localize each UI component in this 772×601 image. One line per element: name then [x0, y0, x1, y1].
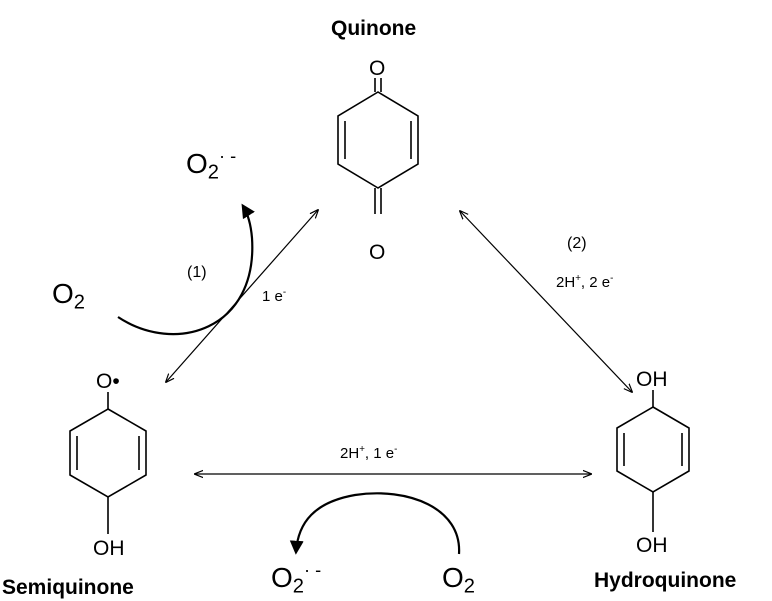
proton-charge: + — [359, 444, 365, 456]
quinone-title: Quinone — [331, 17, 417, 40]
proton-text: 2H — [340, 445, 360, 462]
superoxide-symbol: O — [271, 562, 293, 593]
two-proton-one-electron-label: 2H+, 1 e- — [340, 444, 398, 462]
hydroquinone-title: Hydroquinone — [594, 569, 737, 592]
oxygen-symbol: O — [52, 278, 74, 309]
reaction-step-1-label: (1) — [187, 264, 207, 281]
superoxide-label-top: O2· - — [186, 147, 236, 183]
electron-charge: - — [394, 444, 398, 456]
reaction-step-2-label: (2) — [567, 235, 587, 252]
quinone-bottom-oxygen: O — [369, 241, 386, 264]
electron-text: , 2 e — [580, 274, 611, 291]
proton-charge: + — [575, 273, 581, 285]
superoxide-label-bottom: O2· - — [271, 561, 321, 597]
superoxide-charge: · - — [304, 560, 322, 581]
superoxide-subscript: 2 — [292, 575, 304, 598]
superoxide-charge: · - — [219, 146, 237, 167]
reaction-arrows — [166, 210, 632, 474]
oxygen-curved-arrows — [117, 203, 461, 555]
one-electron-text: 1 e — [262, 288, 283, 305]
semiquinone-title: Semiquinone — [2, 576, 134, 599]
electron-charge: - — [610, 273, 614, 285]
electron-text: , 1 e — [364, 445, 395, 462]
superoxide-symbol: O — [186, 148, 208, 179]
quinone-top-oxygen: O — [369, 57, 386, 80]
superoxide-subscript: 2 — [207, 161, 219, 184]
hydroquinone-bottom-hydroxyl: OH — [636, 534, 668, 557]
quinone-structure — [337, 78, 419, 214]
oxygen-to-superoxide-arrow-top — [117, 203, 255, 336]
one-electron-charge: - — [282, 287, 287, 299]
semiquinone-hydroxyl: OH — [93, 537, 125, 560]
two-proton-two-electron-label: 2H+, 2 e- — [556, 273, 614, 291]
semiquinone-ring — [69, 408, 147, 498]
hydroquinone-top-hydroxyl: OH — [636, 368, 668, 391]
hydroquinone-structure — [616, 390, 690, 532]
oxygen-subscript: 2 — [73, 291, 85, 314]
oxygen-label-top: O2 — [52, 278, 85, 313]
oxygen-label-bottom: O2 — [442, 562, 475, 597]
semiquinone-structure — [69, 392, 147, 534]
proton-text: 2H — [556, 274, 576, 291]
quinone-hydroquinone-arrow — [460, 211, 632, 392]
oxygen-subscript: 2 — [463, 575, 475, 598]
oxygen-symbol: O — [442, 562, 464, 593]
one-electron-label: 1 e- — [262, 287, 287, 305]
oxygen-to-superoxide-arrow-bottom — [289, 492, 461, 555]
quinone-ring — [337, 91, 419, 189]
semiquinone-radical-oxygen: O• — [96, 370, 120, 393]
hydroquinone-ring — [616, 406, 690, 493]
